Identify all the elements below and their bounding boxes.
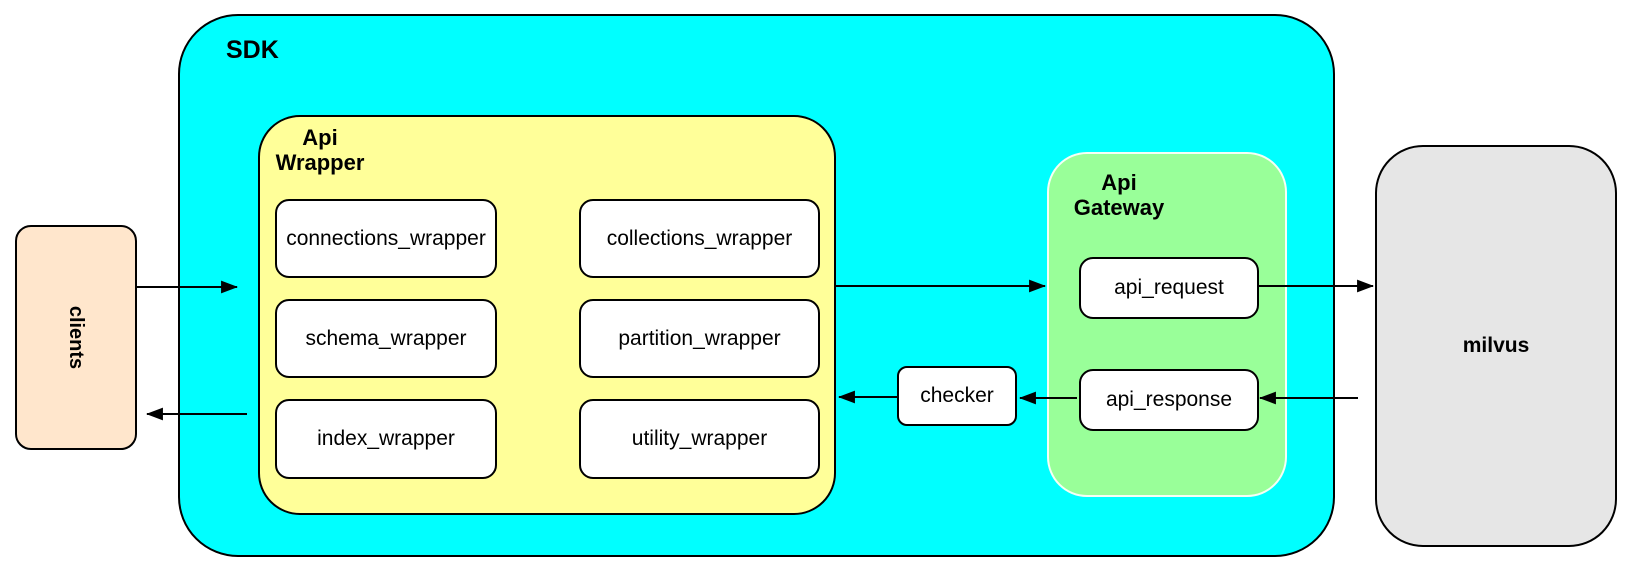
- milvus-node: milvus: [1375, 145, 1617, 547]
- api-wrapper-container: Api Wrapper connections_wrapper collecti…: [258, 115, 836, 515]
- clients-label: clients: [65, 305, 88, 370]
- partition-wrapper-node: partition_wrapper: [579, 299, 820, 378]
- api-response-node: api_response: [1079, 369, 1259, 431]
- connections-wrapper-node: connections_wrapper: [275, 199, 497, 278]
- clients-node: clients: [15, 225, 137, 450]
- api-wrapper-label: Api Wrapper: [275, 125, 365, 175]
- api-gateway-label: Api Gateway: [1073, 170, 1165, 220]
- index-wrapper-node: index_wrapper: [275, 399, 497, 479]
- api-request-node: api_request: [1079, 257, 1259, 319]
- checker-node: checker: [897, 366, 1017, 426]
- api-gateway-container: Api Gateway api_request api_response: [1047, 152, 1287, 497]
- sdk-label: SDK: [226, 36, 279, 64]
- schema-wrapper-node: schema_wrapper: [275, 299, 497, 378]
- collections-wrapper-node: collections_wrapper: [579, 199, 820, 278]
- utility-wrapper-node: utility_wrapper: [579, 399, 820, 479]
